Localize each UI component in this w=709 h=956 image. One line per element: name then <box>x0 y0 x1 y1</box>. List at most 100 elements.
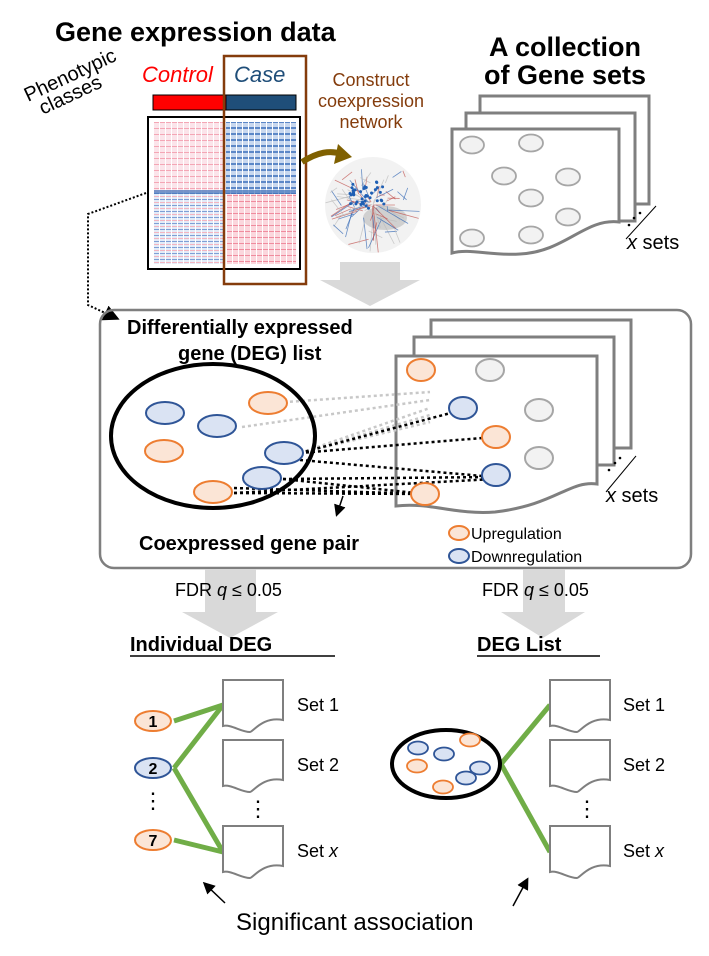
network-node <box>351 191 355 195</box>
network-edge <box>369 206 375 252</box>
network-edge <box>375 205 387 208</box>
network-edge <box>372 205 379 253</box>
network-node <box>352 188 356 192</box>
gene-set-sheet <box>222 679 284 734</box>
network-edge <box>376 204 409 224</box>
network-node <box>359 190 363 194</box>
middle-x-sets-label: x sets <box>605 485 658 507</box>
network-edge <box>371 206 375 241</box>
deg-gene-down <box>242 466 282 490</box>
network-edge <box>361 169 364 191</box>
right-fdr-threshold: FDR q ≤ 0.05 <box>482 580 589 600</box>
heatmap-to-deg-connector <box>87 192 147 321</box>
case-label: Case <box>234 62 285 87</box>
network-edge <box>392 171 402 178</box>
network-edge <box>348 205 362 211</box>
set-label: Set x <box>623 841 665 861</box>
construct-arrowhead-icon <box>334 144 352 164</box>
network-node <box>375 199 379 203</box>
gene-number: 2 <box>149 761 158 778</box>
deg-gene-up <box>432 779 454 795</box>
network-node <box>380 199 384 203</box>
deg-gene-down <box>407 740 429 756</box>
deg-gene-down <box>469 760 491 776</box>
gene-set-sheet <box>549 679 611 734</box>
gene-set-sheet <box>549 739 611 794</box>
gene-set-member <box>555 167 581 187</box>
control-label: Control <box>142 62 214 87</box>
network-edge <box>341 188 354 205</box>
gene-set-member <box>518 133 544 153</box>
phenotypic-classes-label: Phenotypic classes <box>21 45 120 120</box>
set-gene-gray <box>475 358 505 382</box>
deg-gene-down <box>197 414 237 438</box>
legend: Upregulation Downregulation <box>448 525 582 566</box>
association-line <box>499 703 552 766</box>
network-edge <box>330 187 338 193</box>
coexpression-line <box>282 475 495 481</box>
network-edge <box>388 209 420 212</box>
set-label: Set x <box>297 841 339 861</box>
network-node <box>361 202 365 206</box>
gene-set-stack-top <box>450 94 651 256</box>
coexpression-line <box>299 458 495 479</box>
network-edge <box>347 206 363 212</box>
set-gene-down <box>481 463 511 487</box>
right-down-arrow-icon <box>501 569 585 638</box>
set-label: Set 2 <box>297 755 339 775</box>
network-node <box>375 181 379 185</box>
set-gene-gray <box>524 398 554 422</box>
network-edge <box>372 198 375 206</box>
deg-title-line2: gene (DEG) list <box>178 343 322 365</box>
network-edge <box>384 230 397 233</box>
vertical-ellipsis: ⋮ <box>247 796 269 821</box>
deg-gene-up <box>406 758 428 774</box>
network-node <box>381 185 385 189</box>
network-node <box>375 186 379 190</box>
network-node <box>354 202 358 206</box>
network-edge <box>358 206 367 210</box>
down-arrow-icon <box>320 262 420 306</box>
network-edge <box>341 171 353 181</box>
coexpressed-gene-pair-label: Coexpressed gene pair <box>139 533 359 555</box>
network-node <box>373 188 377 192</box>
gene-set-sheet <box>222 739 284 794</box>
gene-expression-title: Gene expression data <box>55 17 337 47</box>
network-node <box>359 203 363 207</box>
construct-label-line2: coexpression <box>318 91 424 111</box>
network-edge <box>378 214 395 245</box>
coexpressed-pointer-arrow <box>334 495 346 517</box>
gene-number: 1 <box>149 714 158 731</box>
deg-gene-up <box>248 391 288 415</box>
association-line <box>172 703 225 770</box>
network-edge <box>397 191 407 201</box>
network-edge <box>402 170 406 178</box>
association-line <box>171 766 226 854</box>
network-node <box>378 190 382 194</box>
top-x-sets-label: x sets <box>626 232 679 254</box>
deg-gene-up <box>193 480 233 504</box>
individual-gene-1 <box>134 710 172 732</box>
expression-heatmap <box>147 116 301 270</box>
network-edge <box>351 208 361 218</box>
network-edge <box>334 179 362 194</box>
deg-title-line1: Differentially expressed <box>127 317 353 339</box>
network-node <box>349 193 353 197</box>
control-class-bar <box>152 94 227 111</box>
network-edge <box>335 208 351 217</box>
coexpression-line-weak <box>299 420 431 455</box>
network-edge <box>348 238 369 245</box>
individual-gene-7 <box>134 829 172 851</box>
gene-set-sheet <box>549 825 611 880</box>
network-background <box>325 157 421 253</box>
network-node <box>364 194 368 198</box>
set-gene-down <box>448 396 478 420</box>
gene-set-member <box>518 225 544 245</box>
network-node <box>363 199 367 203</box>
network-edge <box>379 205 405 219</box>
legend-down-swatch <box>448 548 470 564</box>
gene-set-member <box>491 166 517 186</box>
network-edge <box>335 206 370 218</box>
network-node <box>350 186 354 190</box>
